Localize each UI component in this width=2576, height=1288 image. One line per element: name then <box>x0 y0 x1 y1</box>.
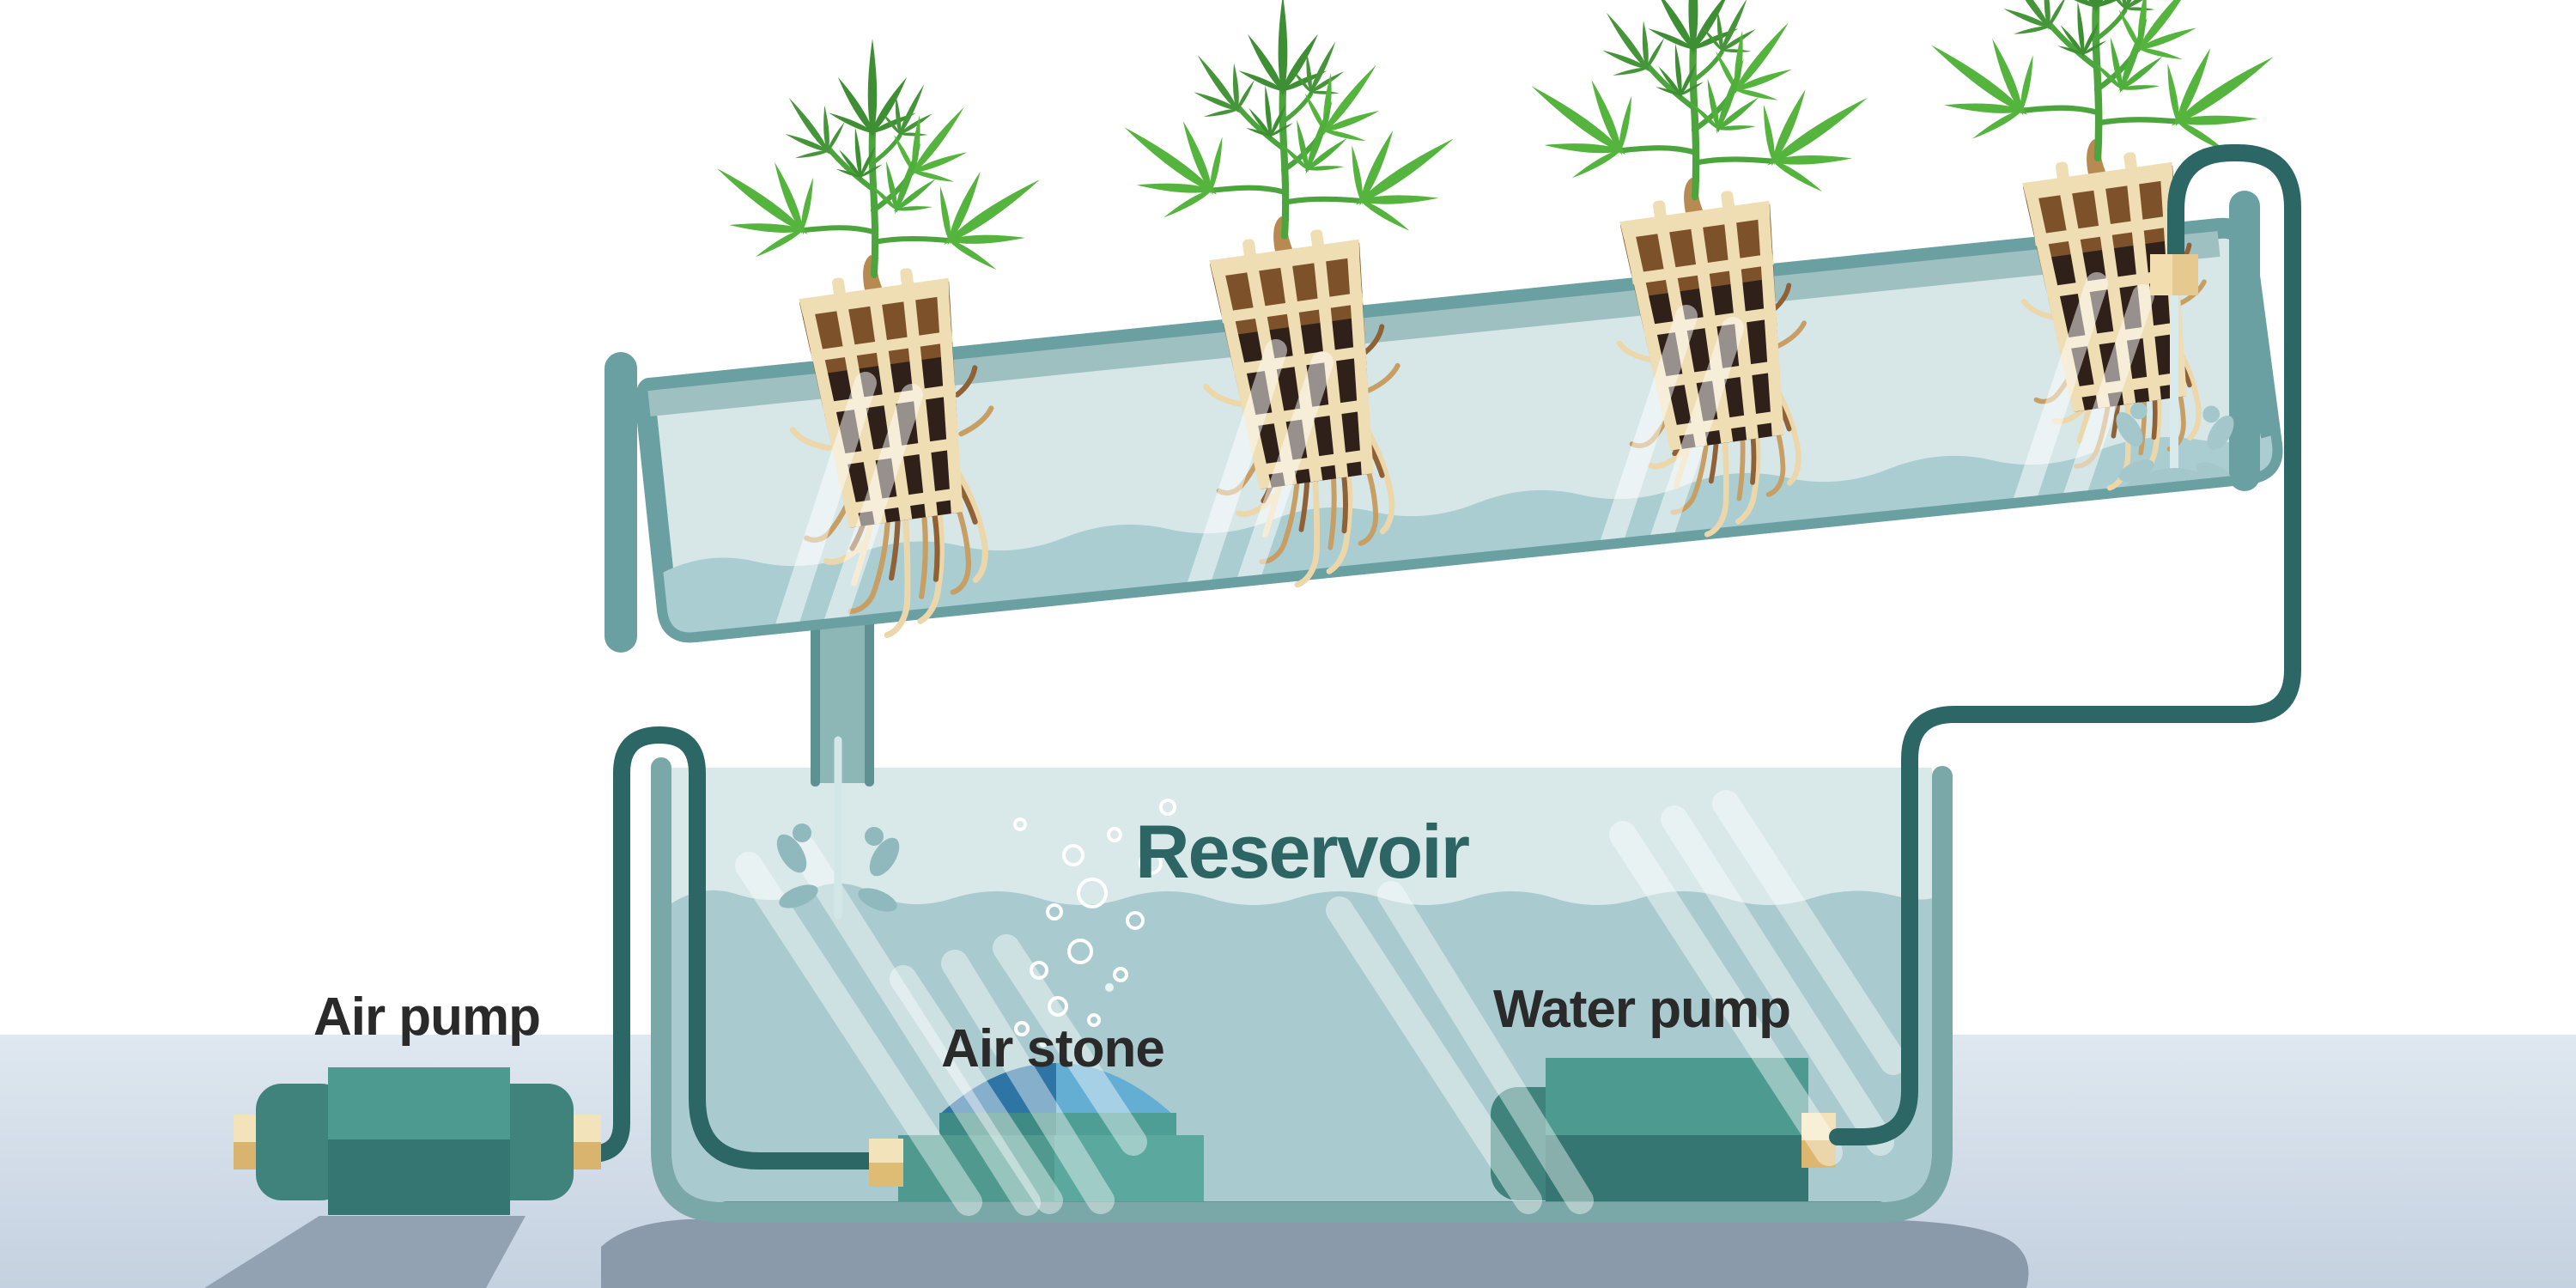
air-tube <box>572 726 881 1170</box>
air-pump-device <box>234 1067 601 1215</box>
air-pump-shadow <box>204 1216 526 1288</box>
channel-right-cap <box>2229 191 2260 491</box>
water-pump-label: Water pump <box>1493 980 1790 1039</box>
water-pump-device <box>1491 1058 1836 1211</box>
channel-left-cap <box>605 352 637 653</box>
air-stone-dome-left <box>939 1063 1056 1115</box>
air-stone-coupler <box>869 1139 903 1163</box>
air-stone-device <box>898 1063 1204 1202</box>
drain-splash <box>770 823 906 912</box>
reservoir-label: Reservoir <box>1135 809 1469 894</box>
reservoir-shadow <box>601 1219 2029 1288</box>
air-stone-dome-right <box>1056 1063 1173 1115</box>
reservoir-glass-streaks <box>735 790 1907 1216</box>
air-stone-label: Air stone <box>941 1019 1164 1078</box>
reservoir-tank <box>651 757 1953 1223</box>
air-pump-label: Air pump <box>313 987 540 1047</box>
water-tube <box>1829 144 2301 1145</box>
channel-glass-streaks <box>767 272 2154 633</box>
air-bubbles <box>1013 799 1176 1048</box>
drain-pipe <box>811 601 874 787</box>
reservoir-walls <box>651 757 1953 1223</box>
